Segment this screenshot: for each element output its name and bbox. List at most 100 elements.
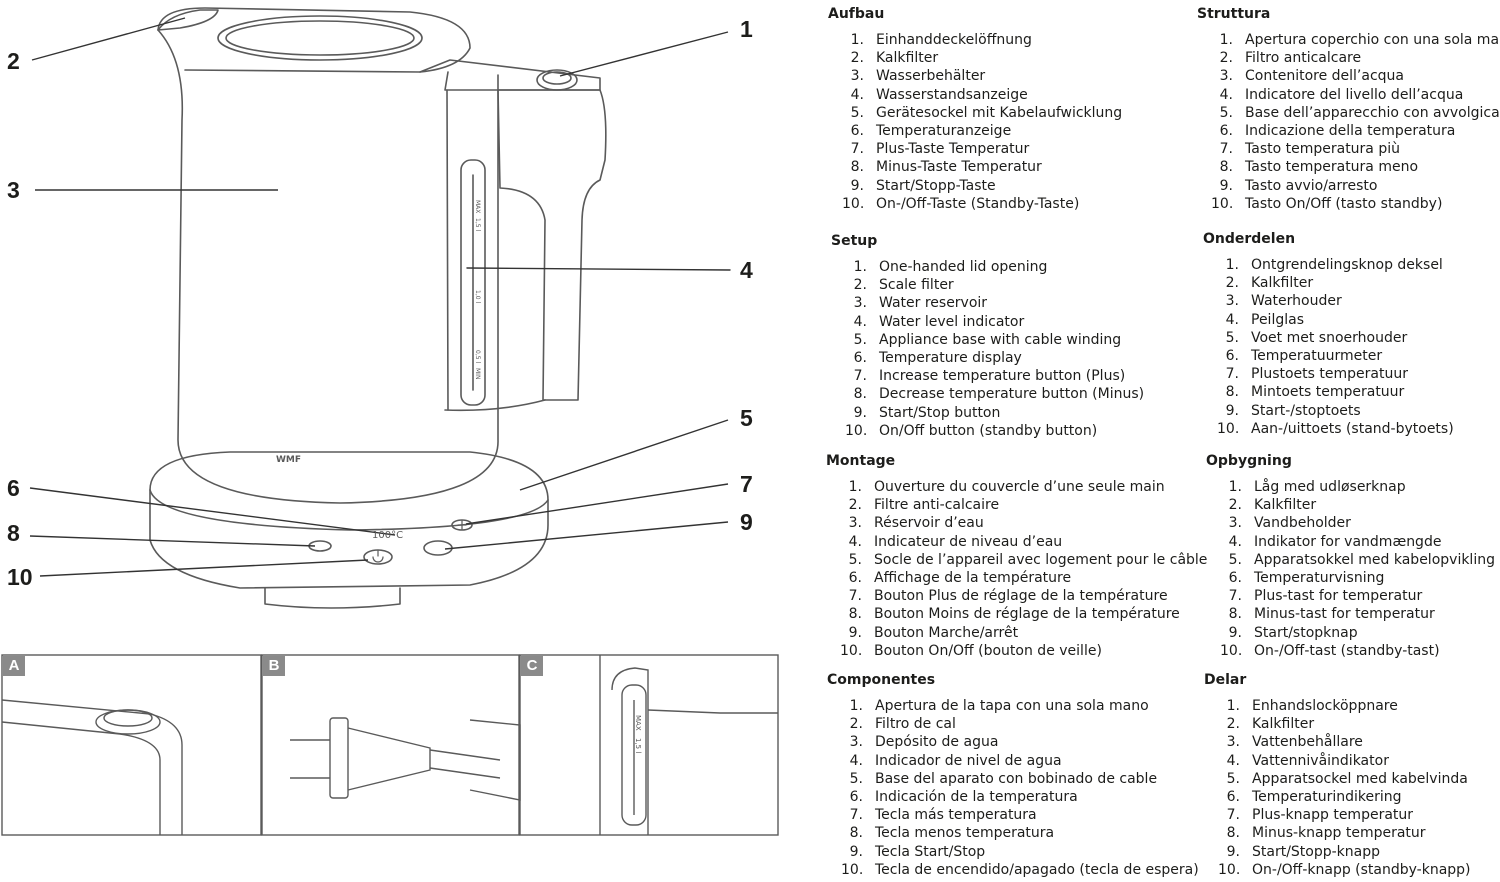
- legend-item-number: 7.: [848, 588, 862, 605]
- legend-item-number: 3.: [850, 68, 864, 85]
- legend-item-number: 1.: [1228, 479, 1242, 495]
- legend-item-number: 9.: [849, 843, 863, 860]
- legend-item: 5.Base dell’apparecchio con avvolgicavo: [1197, 104, 1500, 122]
- legend-item-text: Start/Stop button: [879, 404, 1001, 421]
- legend-item-number: 2.: [849, 716, 863, 733]
- legend-item-text: Indicador de nivel de agua: [875, 752, 1062, 769]
- callout-4: 4: [740, 257, 753, 283]
- legend-item-text: Wasserstandsanzeige: [876, 86, 1028, 103]
- legend-item-number: 7.: [850, 141, 864, 158]
- legend-item: 1.Apertura de la tapa con una sola mano: [827, 697, 1149, 715]
- legend-item-number: 4.: [1228, 533, 1242, 550]
- legend-item-text: Indicación de la temperatura: [875, 788, 1078, 805]
- legend-item: 10.On/Off button (standby button): [831, 422, 1131, 440]
- legend-item: 9.Start/stopknap: [1206, 624, 1500, 642]
- legend-item-number: 5.: [848, 551, 862, 568]
- legend-item-number: 8.: [853, 386, 867, 403]
- legend-item-number: 9.: [1225, 402, 1239, 419]
- legend-item-text: Vandbeholder: [1254, 515, 1351, 532]
- legend-item-text: One-handed lid opening: [879, 259, 1048, 275]
- legend-item-number: 6.: [853, 349, 867, 366]
- legend-item-number: 1.: [1226, 698, 1240, 714]
- legend-item-text: Apertura coperchio con una sola mano: [1245, 32, 1500, 48]
- kettle-body: [157, 29, 499, 504]
- legend-item: 4. Wasserstandsanzeige: [828, 86, 1128, 104]
- legend-item-number: 3.: [853, 295, 867, 312]
- legend-item-number: 5.: [1219, 104, 1233, 121]
- legend-item-number: 4.: [850, 86, 864, 103]
- legend-item-text: Aan-/uittoets (stand-bytoets): [1251, 420, 1454, 437]
- legend-item-number: 6.: [848, 569, 862, 586]
- legend-item: 6.Temperatuurmeter: [1203, 347, 1500, 365]
- legend-item: 6.Temperaturindikering: [1204, 788, 1500, 806]
- legend-item-text: Mintoets temperatuur: [1251, 384, 1405, 401]
- legend-item: 4.Vattennivåindikator: [1204, 752, 1500, 770]
- legend-item-number: 1.: [850, 32, 864, 48]
- legend-title: Componentes: [827, 672, 936, 688]
- gauge-middle: 1,0 l: [474, 290, 481, 303]
- kettle-base: [149, 451, 549, 589]
- legend-item: 1. One-handed lid opening: [831, 258, 1131, 276]
- legend-item-text: Kalkfilter: [1252, 716, 1315, 733]
- legend-item-number: 8.: [1226, 825, 1240, 842]
- legend-item: 9.Start-/stoptoets: [1203, 402, 1500, 420]
- legend-item: 8.Mintoets temperatuur: [1203, 383, 1500, 401]
- legend-item: 7.Plus-Taste Temperatur: [828, 140, 1128, 158]
- legend-item-text: Depósito de agua: [875, 734, 999, 751]
- legend-item: 8.Tasto temperatura meno: [1197, 158, 1497, 176]
- legend-item-text: Einhanddeckelöffnung: [876, 32, 1032, 48]
- legend-item-text: Ouverture du couvercle d’une seule main: [874, 479, 1165, 495]
- legend-item-number: 1.: [1219, 32, 1233, 48]
- callout-7: 7: [740, 471, 753, 497]
- legend-item: 8.Decrease temperature button (Minus): [831, 385, 1144, 403]
- legend-item-text: Temperaturindikering: [1252, 788, 1402, 805]
- legend-item-number: 2.: [850, 50, 864, 67]
- legend-item-number: 7.: [1219, 141, 1233, 158]
- panel-b: [261, 654, 520, 836]
- legend-item-number: 10.: [841, 861, 864, 878]
- legend-list: 1.Ouverture du couvercle d’une seule mai…: [826, 478, 1208, 660]
- legend-title: Struttura: [1197, 6, 1271, 22]
- legend-item-text: Tasto avvio/arresto: [1245, 177, 1378, 194]
- legend-item-number: 9.: [1228, 624, 1242, 641]
- legend-item: 8.Minus-Taste Temperatur: [828, 158, 1128, 176]
- legend-title: Onderdelen: [1203, 231, 1296, 247]
- legend-item-text: Appliance base with cable winding: [879, 331, 1122, 348]
- legend-item-number: 9.: [853, 404, 867, 421]
- legend-item-number: 3.: [1226, 734, 1240, 751]
- callout-5: 5: [740, 405, 753, 431]
- legend-item: 6.Affichage de la température: [826, 569, 1126, 587]
- legend-item: 7.Plus-knapp temperatur: [1204, 806, 1500, 824]
- legend-item: 8.Bouton Moins de réglage de la températ…: [826, 605, 1180, 623]
- legend-item-number: 6.: [1219, 122, 1233, 139]
- legend-item-number: 2.: [1228, 497, 1242, 514]
- legend-item-number: 5.: [1228, 551, 1242, 568]
- legend-item-number: 5.: [849, 770, 863, 787]
- gauge-bottom: 0,5 l: [474, 350, 481, 363]
- legend-item: 1.Enhandslocköppnare: [1204, 697, 1500, 715]
- legend-item-number: 6.: [849, 788, 863, 805]
- legend-item-number: 9.: [1226, 843, 1240, 860]
- legend-item: 6.Temperaturvisning: [1206, 569, 1500, 587]
- legend-item: 4.Indicador de nivel de agua: [827, 752, 1127, 770]
- legend-item-number: 9.: [1219, 177, 1233, 194]
- legend-item: 5.Socle de l’appareil avec logement pour…: [826, 551, 1208, 569]
- legend-item-text: Tecla Start/Stop: [875, 843, 986, 860]
- onoff-button-shape: [363, 549, 393, 565]
- legend-item-text: Minus-knapp temperatur: [1252, 825, 1426, 842]
- legend-item-number: 6.: [1228, 569, 1242, 586]
- legend-item-number: 10.: [1217, 420, 1240, 437]
- panel-label-c: C: [521, 656, 543, 676]
- legend-item: 4.Indicateur de niveau d’eau: [826, 533, 1126, 551]
- legend-item-number: 1.: [853, 259, 867, 275]
- legend-item: 5.Apparatsokkel med kabelopvikling: [1206, 551, 1500, 569]
- legend-item-text: Base del aparato con bobinado de cable: [875, 770, 1158, 787]
- legend-item-text: Water level indicator: [879, 313, 1025, 330]
- legend-item: 10.On-/Off-Taste (Standby-Taste): [828, 195, 1128, 213]
- legend-item-text: Tecla menos temperatura: [875, 825, 1055, 842]
